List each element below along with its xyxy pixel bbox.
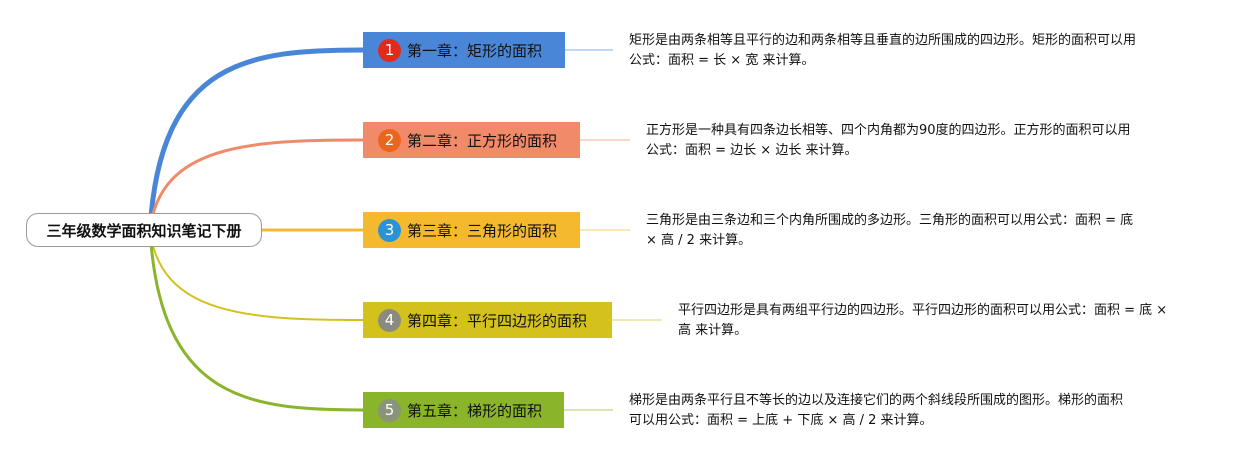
number-badge: 3 bbox=[378, 218, 401, 242]
number-badge: 2 bbox=[378, 128, 401, 152]
root-title: 三年级数学面积知识笔记下册 bbox=[46, 221, 242, 240]
chapter-title: 第二章：正方形的面积 bbox=[407, 131, 558, 150]
chapter-description-4: 平行四边形是具有两组平行边的四边形。平行四边形的面积可以用公式：面积 = 底 ×… bbox=[678, 303, 1168, 338]
chapter-description-3: 三角形是由三条边和三个内角所围成的多边形。三角形的面积可以用公式：面积 = 底 … bbox=[646, 213, 1134, 248]
chapter-title: 第三章：三角形的面积 bbox=[407, 221, 558, 240]
chapter-description-5: 梯形是由两条平行且不等长的边以及连接它们的两个斜线段所围成的图形。梯形的面积可以… bbox=[629, 393, 1124, 428]
chapter-description-2: 正方形是一种具有四条边长相等、四个内角都为90度的四边形。正方形的面积可以用公式… bbox=[646, 123, 1131, 158]
chapter-node-4[interactable]: 4 第四章：平行四边形的面积 bbox=[363, 302, 612, 338]
chapter-node-3[interactable]: 3 第三章：三角形的面积 bbox=[363, 212, 580, 248]
chapter-node-5[interactable]: 5 第五章：梯形的面积 bbox=[363, 392, 564, 428]
branch-connector-4 bbox=[149, 229, 364, 321]
chapter-description-1: 矩形是由两条相等且平行的边和两条相等且垂直的边所围成的四边形。矩形的面积可以用公… bbox=[629, 33, 1137, 68]
number-badge: 4 bbox=[378, 308, 401, 332]
branch-connector-2 bbox=[148, 138, 365, 232]
chapter-title: 第一章：矩形的面积 bbox=[407, 41, 543, 60]
number-badge: 1 bbox=[378, 38, 401, 62]
chapter-title: 第四章：平行四边形的面积 bbox=[407, 311, 588, 330]
chapter-node-2[interactable]: 2 第二章：正方形的面积 bbox=[363, 122, 580, 158]
branch-connector-5 bbox=[148, 228, 365, 412]
root-topic[interactable]: 三年级数学面积知识笔记下册 bbox=[26, 213, 262, 247]
chapter-node-1[interactable]: 1 第一章：矩形的面积 bbox=[363, 32, 565, 68]
number-badge: 5 bbox=[378, 398, 401, 422]
branch-connector-1 bbox=[147, 47, 366, 233]
chapter-title: 第五章：梯形的面积 bbox=[407, 401, 543, 420]
